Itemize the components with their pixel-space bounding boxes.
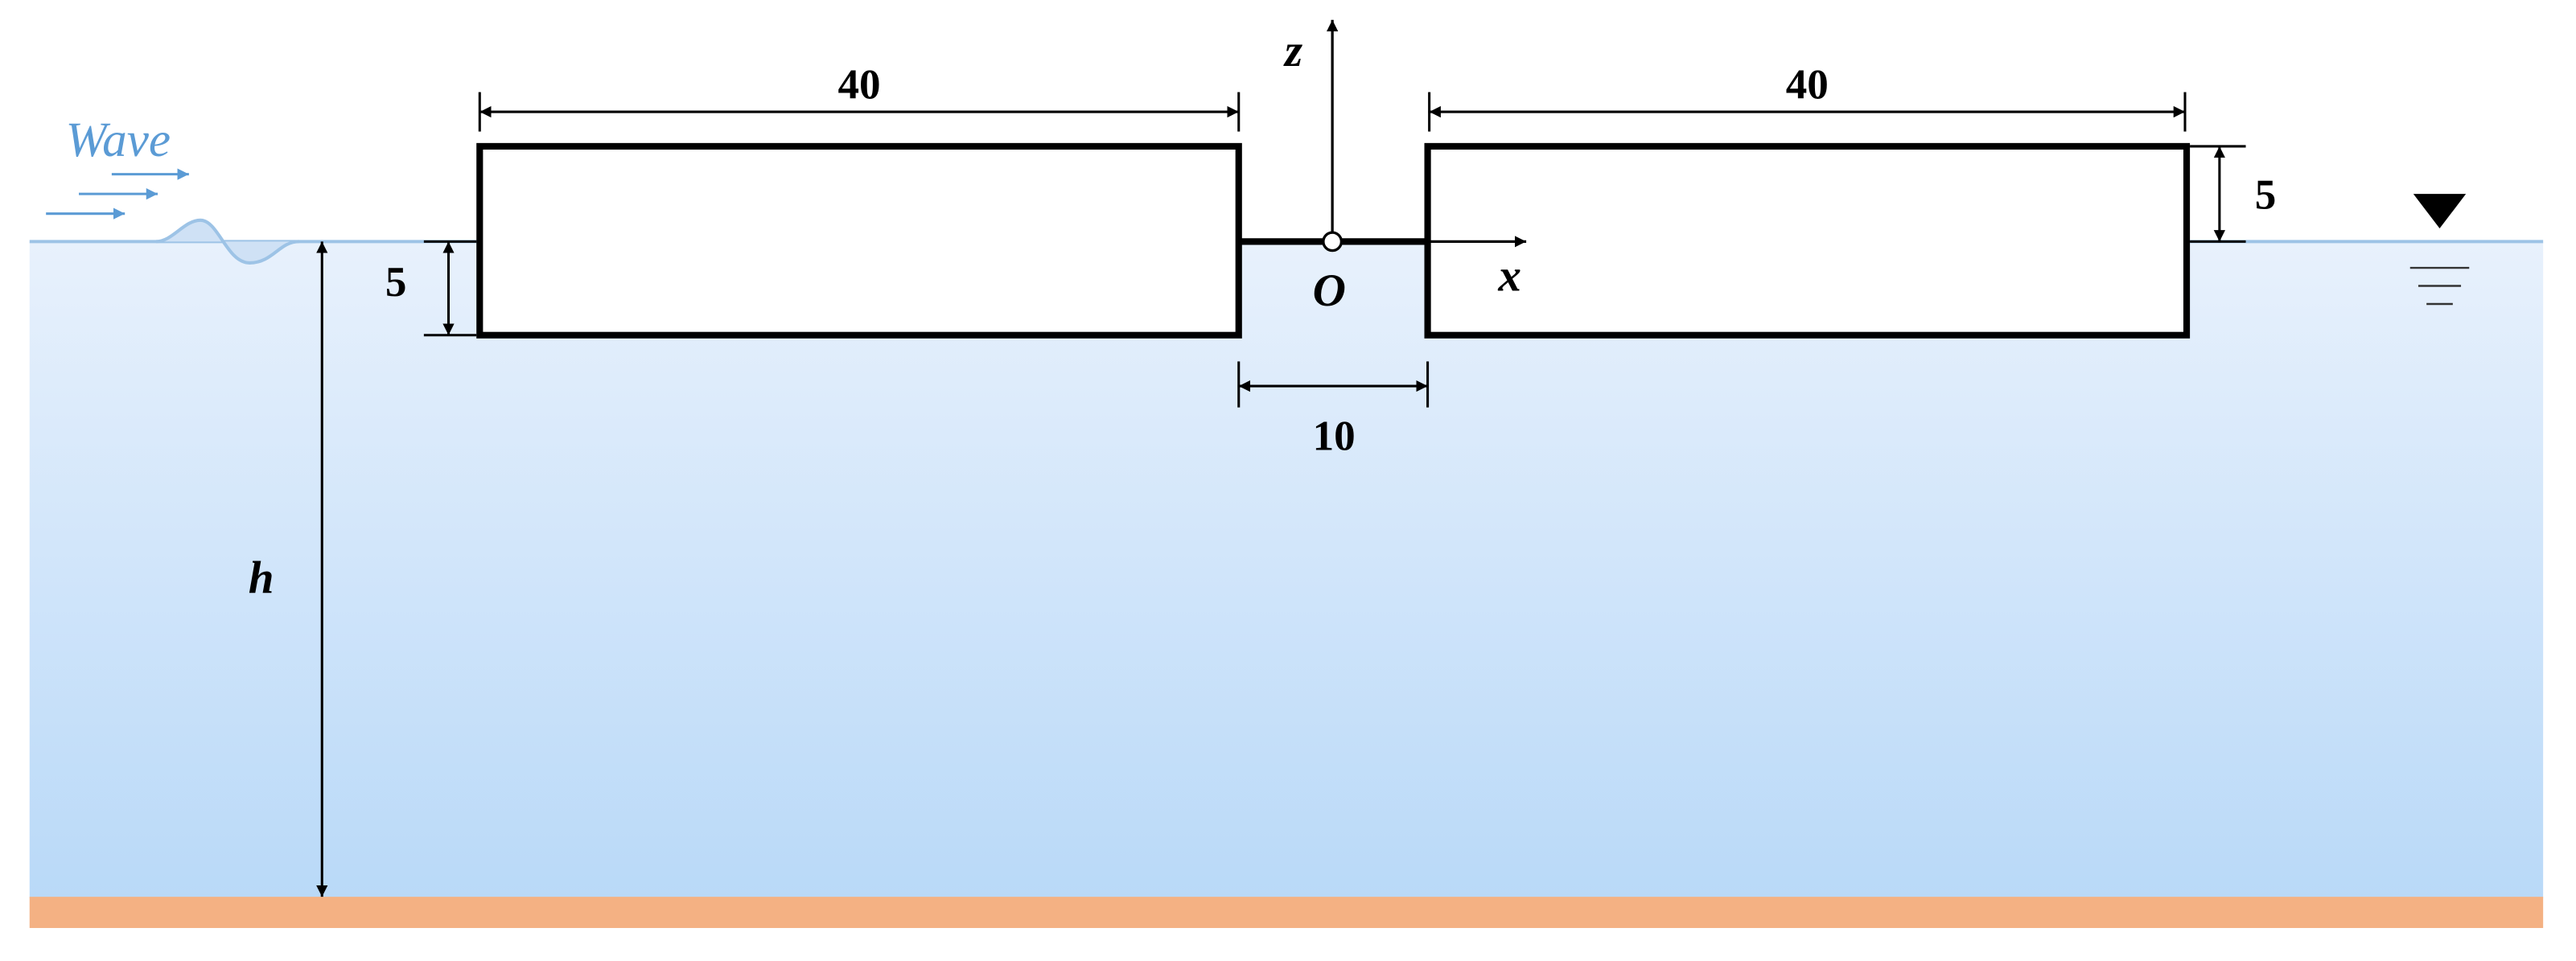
origin-label: O <box>1313 265 1346 316</box>
origin-point <box>1322 231 1344 253</box>
right-freeboard-label: 5 <box>2255 172 2277 219</box>
right-length-label: 40 <box>1786 62 1829 109</box>
gap-label: 10 <box>1313 413 1356 460</box>
left-draft-label: 5 <box>385 259 407 306</box>
water-body <box>29 241 2544 899</box>
seabed <box>29 897 2544 928</box>
left-length-label: 40 <box>837 62 880 109</box>
z-axis-label: z <box>1283 26 1303 76</box>
left-pontoon <box>476 142 1242 339</box>
wave-bump <box>155 218 299 265</box>
wave-label: Wave <box>66 113 171 167</box>
x-axis-label: x <box>1497 251 1521 302</box>
depth-label: h <box>249 552 274 603</box>
right-pontoon <box>1424 142 2191 339</box>
water-level-icon <box>2413 194 2467 229</box>
